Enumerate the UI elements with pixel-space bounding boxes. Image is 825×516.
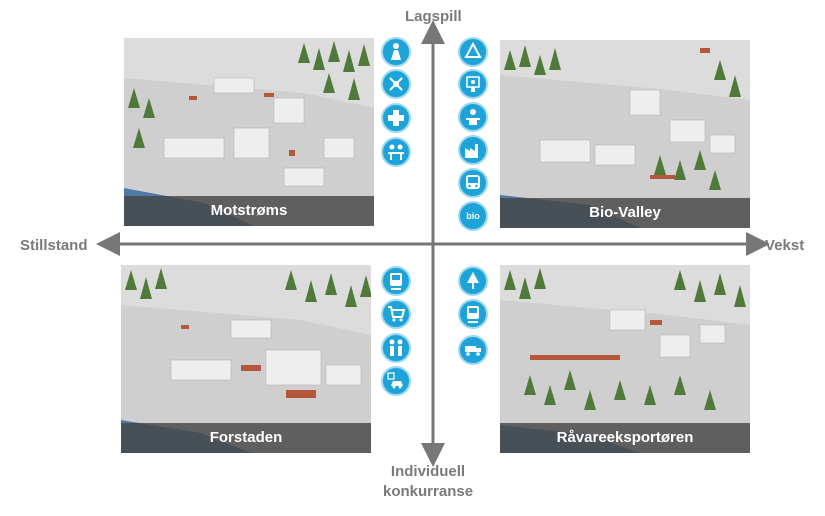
- drone-icon: [381, 69, 411, 99]
- lab-worker-icon: [458, 69, 488, 99]
- scenario-image-forstaden: Forstaden: [121, 265, 371, 453]
- scenario-caption-top-right: Bio-Valley: [500, 198, 750, 228]
- scenario-image-motstroms: Motstrøms: [124, 38, 374, 226]
- train-icon: [381, 266, 411, 296]
- scenario-image-bio-valley: Bio-Valley: [500, 40, 750, 228]
- office-worker-icon: [458, 102, 488, 132]
- recycle-icon: [458, 37, 488, 67]
- axis-label-right: Vekst: [765, 237, 805, 254]
- axis-label-bottom: Individuell konkurranse: [383, 462, 473, 502]
- elderly-couple-icon: [381, 333, 411, 363]
- axis-label-bottom-line1: Individuell: [390, 463, 466, 480]
- timber-truck-icon: [458, 335, 488, 365]
- scenario-image-ravareeksportoren: Råvareeksportøren: [500, 265, 750, 453]
- train-icon: [458, 299, 488, 329]
- medical-cross-icon: [381, 103, 411, 133]
- shopping-cart-icon: [381, 299, 411, 329]
- axis-label-top: Lagspill: [405, 8, 462, 25]
- axis-label-left: Stillstand: [20, 237, 88, 254]
- scenario-caption-bottom-right: Råvareeksportøren: [500, 423, 750, 453]
- scenario-caption-bottom-left: Forstaden: [121, 423, 371, 453]
- scenario-caption-top-left: Motstrøms: [124, 196, 374, 226]
- axis-label-bottom-line2: konkurranse: [383, 483, 474, 500]
- bio-drop-icon: bio: [458, 201, 488, 231]
- landscape-illustration: [124, 38, 374, 226]
- parking-car-icon: [381, 366, 411, 396]
- landscape-illustration: [500, 265, 750, 453]
- factory-icon: [458, 135, 488, 165]
- landscape-illustration: [121, 265, 371, 453]
- bus-icon: [458, 168, 488, 198]
- tree-icon: [458, 266, 488, 296]
- care-worker-icon: [381, 137, 411, 167]
- bio-label: bio: [466, 211, 480, 221]
- rescue-worker-icon: [381, 37, 411, 67]
